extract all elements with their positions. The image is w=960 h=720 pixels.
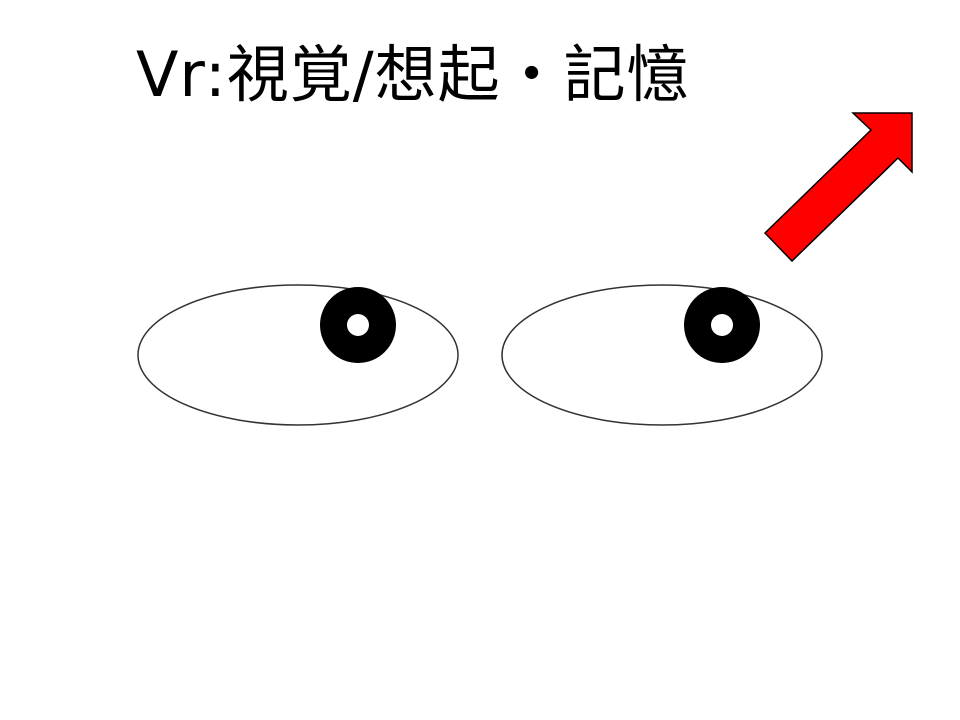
right-pupil-highlight bbox=[711, 314, 733, 336]
left-eye bbox=[137, 284, 459, 426]
slide-title: Vr:視覚/想起・記憶 bbox=[136, 38, 690, 111]
right-eye bbox=[501, 284, 823, 426]
left-eye-outline bbox=[137, 284, 459, 426]
left-pupil-highlight bbox=[347, 314, 369, 336]
arrow-up-right-icon bbox=[763, 112, 913, 263]
right-eye-outline bbox=[501, 284, 823, 426]
